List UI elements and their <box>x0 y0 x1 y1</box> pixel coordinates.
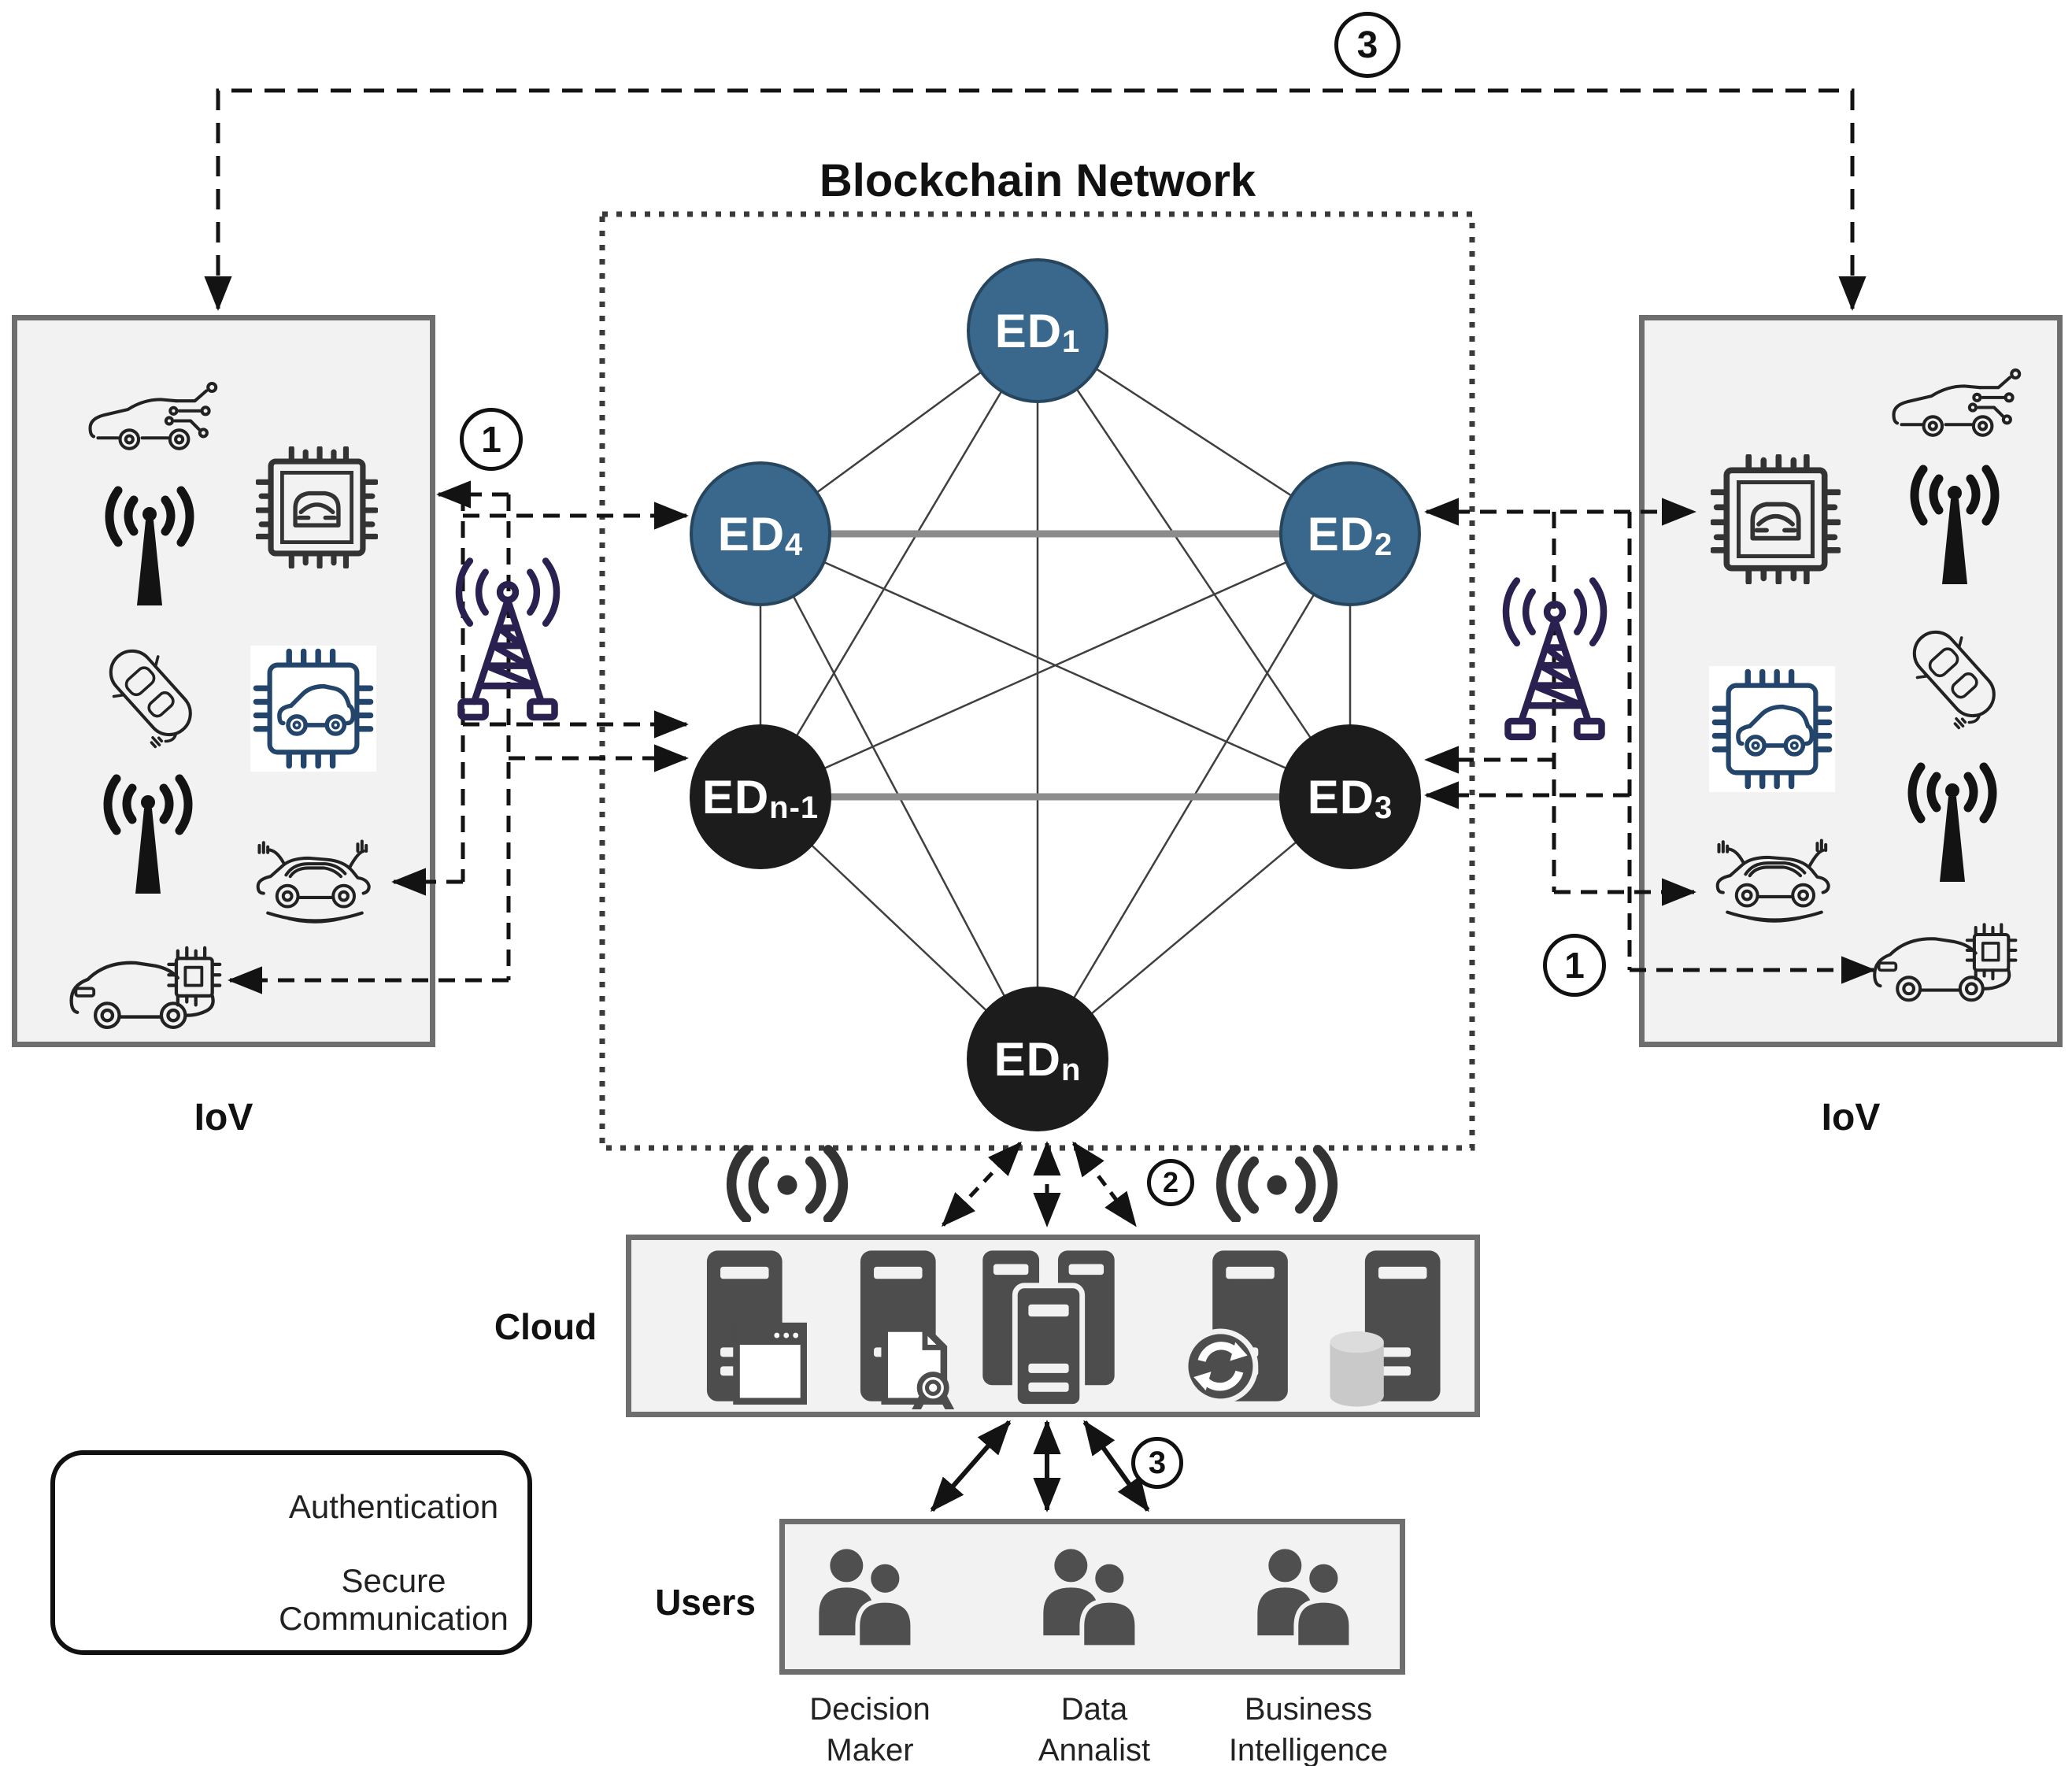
autonomous-car-icon <box>258 842 369 922</box>
autonomous-car-icon <box>1718 841 1829 921</box>
node-label: ED <box>1307 507 1375 561</box>
connected-car-icon <box>1894 370 2020 435</box>
auth-lines-right <box>1424 498 1876 984</box>
users-label: Users <box>655 1582 756 1623</box>
server-certificate-icon <box>860 1250 952 1413</box>
wireless-signal-icon <box>1221 1150 1333 1219</box>
auth-path-top <box>204 88 1867 311</box>
vehicle-chip-icon <box>1713 457 1839 583</box>
server-cluster-icon <box>982 1250 1114 1406</box>
car-chip-white-icon <box>1709 666 1835 792</box>
car-with-chip-icon <box>1874 924 2015 1000</box>
step-3-badge-top: 3 <box>1334 12 1400 78</box>
user-group-icon <box>1043 1549 1137 1647</box>
iov-right-label: IoV <box>1821 1097 1881 1138</box>
step-2-badge: 2 <box>1147 1159 1194 1206</box>
user-group-icon <box>819 1549 912 1647</box>
node-label: ED <box>993 1032 1061 1086</box>
group-label-line: Data <box>1060 1692 1128 1727</box>
radio-antenna-icon <box>108 779 188 894</box>
wireless-signal-icon <box>731 1150 843 1219</box>
auth-arrows-cloud <box>941 1141 1137 1227</box>
legend-authentication-label: Authentication <box>288 1488 499 1525</box>
server-sync-icon <box>1186 1250 1288 1401</box>
legend-box <box>50 1450 532 1655</box>
connected-car-icon <box>91 383 216 449</box>
group-label-line: Decision <box>809 1692 931 1727</box>
users-group-label-business-intelligence: Business Intelligence <box>1190 1689 1426 1766</box>
car-top-view-icon <box>1897 618 2009 733</box>
step-3-badge-bottom: 3 <box>1131 1437 1183 1489</box>
user-group-icon <box>1257 1549 1351 1647</box>
legend-secure-line: Communication <box>279 1600 509 1637</box>
users-group-label-data-annalist: Data Annalist <box>984 1689 1204 1766</box>
group-label-line: Business <box>1244 1692 1373 1727</box>
step-1-badge-left: 1 <box>460 408 523 471</box>
server-database-icon <box>1330 1250 1441 1407</box>
auth-lines-left <box>228 480 689 994</box>
group-label-line: Annalist <box>1038 1733 1151 1766</box>
legend-secure-line: Secure <box>341 1562 446 1599</box>
legend-secure-label: Secure Communication <box>268 1562 520 1638</box>
node-label: ED <box>701 770 770 824</box>
node-label: ED <box>1307 770 1375 824</box>
group-label-line: Maker <box>826 1733 914 1766</box>
blockchain-network-border <box>599 211 1475 1151</box>
car-top-view-icon <box>94 637 205 752</box>
car-with-chip-icon <box>72 948 220 1027</box>
radio-antenna-icon <box>109 491 190 605</box>
page-title: Blockchain Network <box>819 155 1256 206</box>
iov-left-label: IoV <box>194 1097 253 1138</box>
server-browser-icon <box>707 1250 804 1401</box>
vehicle-chip-icon <box>257 448 376 566</box>
node-label: ED <box>994 304 1063 357</box>
secure-arrows-users <box>930 1420 1150 1512</box>
cloud-label: Cloud <box>494 1306 598 1347</box>
step-1-badge-right: 1 <box>1543 934 1606 997</box>
car-chip-white-icon <box>250 646 376 772</box>
radio-antenna-icon <box>1915 469 1995 584</box>
mesh-edges-gray <box>760 530 1350 801</box>
users-group-label-decision-maker: Decision Maker <box>760 1689 980 1766</box>
node-label: ED <box>717 507 786 561</box>
mesh-edges <box>759 329 1352 1060</box>
radio-antenna-icon <box>1912 767 1992 882</box>
group-label-line: Intelligence <box>1228 1733 1389 1766</box>
